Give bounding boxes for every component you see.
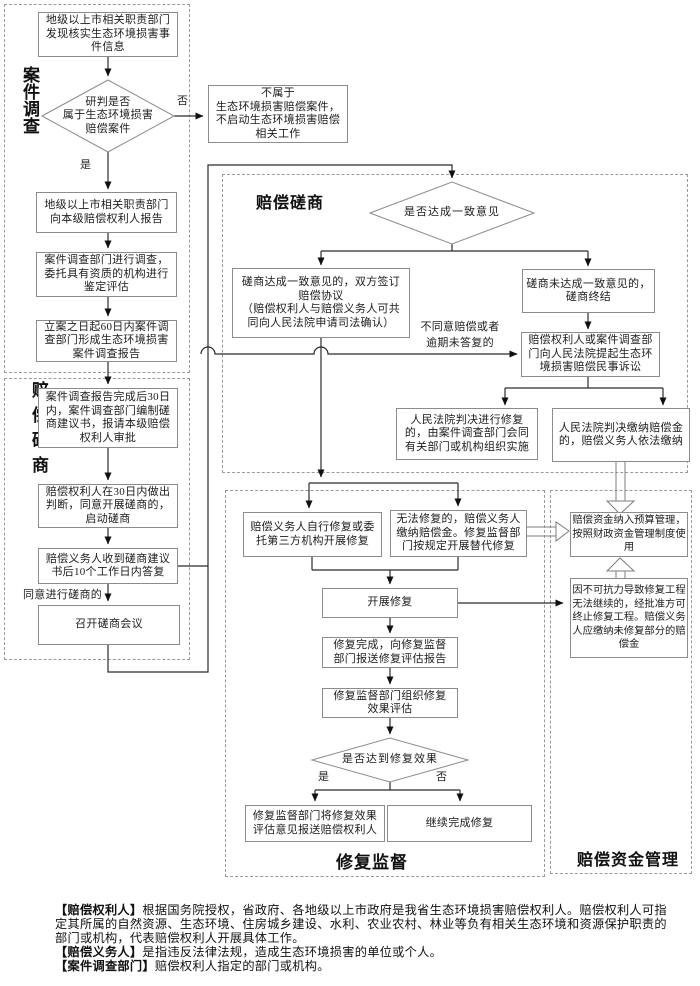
node-not-compensation-case: 不属于 生态环境损害赔偿案件， 不启动生态环境损害赔偿 相关工作	[208, 85, 348, 143]
diamond-text-consensus-reached: 是否达成一致意见	[404, 206, 500, 219]
node-court-orders-payment: 人民法院判决缴纳赔偿金 的，赔偿义务人依法缴纳	[552, 408, 690, 462]
diamond-text-is-compensation-case: 研判是否 属于生态环境损害 赔偿案件	[62, 95, 154, 135]
node-funds-budget-management: 赔偿资金纳入预算管理， 按照财政资金管理制度使 用	[570, 512, 688, 557]
section-repair-supervision-frame	[225, 490, 545, 877]
node-obligor-reply: 赔偿义务人收到磋商建议 书后10个工作日内答复	[38, 548, 178, 584]
footnote-obligor: 【赔偿义务人】是指违反法律法规，造成生态环境损害的单位或个人。	[55, 945, 669, 959]
node-hold-consultation-meeting: 召开磋商会议	[38, 605, 180, 645]
edge-label-disagree-overdue: 不同意赔偿或者 逾期未答复的	[420, 321, 500, 349]
node-self-repair: 赔偿义务人自行修复或委 托第三方机构开展修复	[243, 512, 382, 557]
diamond-is-compensation-case	[40, 79, 176, 153]
node-investigate-appraise: 案件调查部门进行调查， 委托具有资质的机构进行 鉴定评估	[36, 252, 177, 297]
footnote-term: 【案件调查部门】	[55, 959, 155, 973]
node-discover-event: 地级以上市相关职责部门 发现核实生态环境损害事 件信息	[38, 12, 178, 57]
diamond-consensus-reached	[368, 181, 536, 245]
decision-diamonds	[40, 79, 536, 783]
edge-label-agree-consult: 同意进行磋商的	[23, 589, 103, 601]
section-label-fund-management: 赔偿资金管理	[577, 852, 680, 869]
node-force-majeure-termination: 因不可抗力导致修复工程 无法继续的，经批准方可 终止修复工程。赔偿义务 人应缴纳…	[570, 578, 688, 658]
section-label-case-investigation: 案件调查	[20, 66, 39, 134]
section-label-consultation-right: 赔偿磋商	[256, 195, 325, 212]
node-rightsholder-judgement: 赔偿权利人在30日内做出 判断，同意开展磋商的， 启动磋商	[38, 484, 178, 528]
section-label-repair-supervision: 修复监督	[336, 853, 408, 872]
edge-label-yes-case: 是	[80, 159, 92, 171]
node-report-to-rightsholder: 地级以上市相关职责部门 向本级赔偿权利人报告	[36, 192, 177, 233]
footnote-text: 是指违反法律法规，造成生态环境损害的单位或个人。	[142, 945, 443, 959]
node-effect-assessment: 修复监督部门组织修复 效果评估	[322, 688, 458, 718]
node-draft-consultation-proposal: 案件调查报告完成后30日 内，案件调查部门编制磋 商建议书，报请本级赔偿 权利人…	[38, 388, 178, 448]
diamond-text-repair-effect: 是否达到修复效果	[342, 753, 438, 766]
footnotes: 【赔偿权利人】根据国务院授权，省政府、各地级以上市政府是我省生态环境损害赔偿权利…	[55, 903, 669, 973]
solid-arrows	[104, 57, 667, 802]
node-consultation-terminated: 磋商未达成一致意见的， 磋商终结	[522, 269, 655, 313]
edge-label-no-effect: 否	[436, 771, 448, 783]
node-cannot-repair: 无法修复的，赔偿义务人 缴纳赔偿金。修复监督部 门按规定开展替代修复	[390, 510, 527, 557]
node-civil-lawsuit: 赔偿权利人或案件调查部 门向人民法院提起生态环 境损害赔偿民事诉讼	[521, 332, 660, 377]
node-repair-evaluation-report: 修复完成，向修复监督 部门报送修复评估报告	[322, 637, 458, 668]
diamond-repair-effect	[310, 737, 470, 783]
edge-label-no-case: 否	[177, 95, 189, 107]
footnote-term: 【赔偿权利人】	[55, 903, 143, 917]
footnote-rightsholder: 【赔偿权利人】根据国务院授权，省政府、各地级以上市政府是我省生态环境损害赔偿权利…	[55, 903, 669, 945]
node-sign-agreement: 磋商达成一致意见的，双方签订 赔偿协议 （赔偿权利人与赔偿义务人可共 同向人民法…	[232, 268, 410, 338]
section-case-investigation-frame	[4, 4, 190, 373]
hollow-arrows	[527, 462, 636, 578]
node-carry-out-repair: 开展修复	[322, 588, 458, 618]
footnote-text: 赔偿权利人指定的部门或机构。	[154, 959, 330, 973]
node-send-assessment-opinion: 修复监督部门将修复效果 评估意见报送赔偿权利人	[245, 805, 385, 842]
footnote-text: 根据国务院授权，省政府、各地级以上市政府是我省生态环境损害赔偿权利人。赔偿权利人…	[55, 903, 667, 945]
section-consultation-left-frame	[4, 378, 190, 660]
footnote-investigation-dept: 【案件调查部门】赔偿权利人指定的部门或机构。	[55, 959, 669, 973]
footnote-term: 【赔偿义务人】	[55, 945, 143, 959]
node-form-investigation-report: 立案之日起60日内案件调 查部门形成生态环境损害 案件调查报告	[36, 320, 177, 362]
section-fund-management-frame	[550, 490, 692, 874]
edge-label-yes-effect: 是	[318, 771, 330, 783]
node-court-orders-repair: 人民法院判决进行修复 的，由案件调查部门会同 有关部门或机构组织实施	[396, 408, 538, 460]
node-continue-repair: 继续完成修复	[387, 805, 532, 842]
